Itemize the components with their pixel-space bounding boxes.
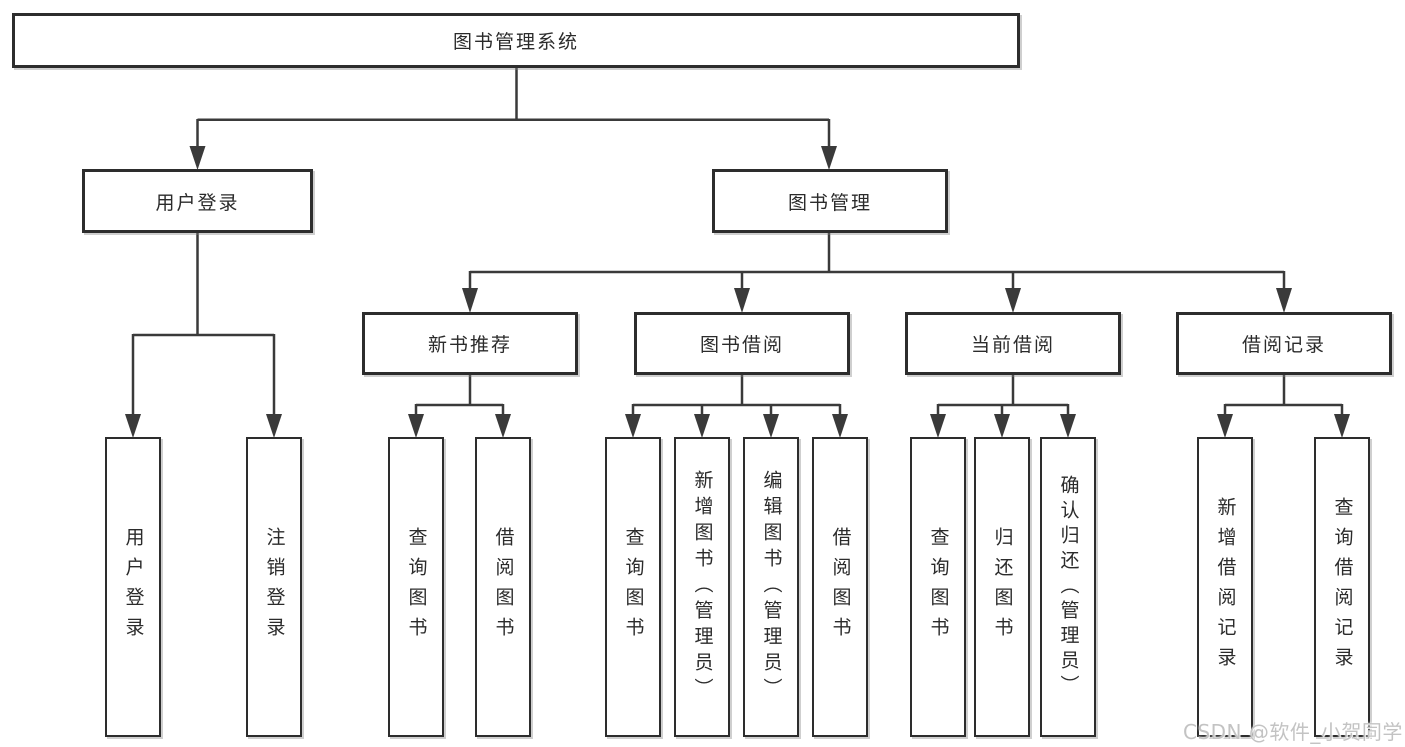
leaf-confirm-return-admin-label: 确认归还（管理员）: [1057, 474, 1080, 700]
node-borrowing-records-label: 借阅记录: [1241, 334, 1326, 356]
leaf-edit-books-admin-label: 编辑图书（管理员）: [760, 470, 783, 704]
leaf-query-borrow-record: 查询借阅记录: [1314, 437, 1370, 737]
node-borrowing-records: 借阅记录: [1176, 312, 1392, 375]
node-book-borrowing-label: 图书借阅: [699, 334, 784, 356]
leaf-confirm-return-admin: 确认归还（管理员）: [1040, 437, 1096, 737]
node-new-book-recommend-label: 新书推荐: [427, 334, 512, 356]
leaf-borrow-books-borrowing-label: 借阅图书: [829, 527, 852, 647]
leaf-user-login-label: 用户登录: [122, 527, 145, 647]
node-library-system-label: 图书管理系统: [452, 31, 579, 53]
leaf-add-books-admin: 新增图书（管理员）: [674, 437, 730, 737]
node-library-system: 图书管理系统: [12, 13, 1020, 68]
leaf-add-borrow-record-label: 新增借阅记录: [1214, 497, 1237, 677]
leaf-query-books-current-label: 查询图书: [927, 527, 950, 647]
leaf-borrow-books-borrowing: 借阅图书: [812, 437, 868, 737]
leaf-borrow-books-recommend: 借阅图书: [475, 437, 531, 737]
leaf-add-borrow-record: 新增借阅记录: [1197, 437, 1253, 737]
leaf-query-books-current: 查询图书: [910, 437, 966, 737]
leaf-user-login: 用户登录: [105, 437, 161, 737]
node-book-management: 图书管理: [712, 169, 948, 233]
leaf-query-books-recommend-label: 查询图书: [405, 527, 428, 647]
leaf-logout-login: 注销登录: [246, 437, 302, 737]
node-current-borrowing: 当前借阅: [905, 312, 1121, 375]
watermark-csdn: CSDN @软件_小贺同学: [1183, 720, 1403, 744]
node-book-borrowing: 图书借阅: [634, 312, 850, 375]
node-user-login: 用户登录: [82, 169, 313, 233]
leaf-logout-login-label: 注销登录: [263, 527, 286, 647]
leaf-return-books-label: 归还图书: [991, 527, 1014, 647]
node-user-login-label: 用户登录: [155, 191, 240, 214]
leaf-return-books: 归还图书: [974, 437, 1030, 737]
node-current-borrowing-label: 当前借阅: [970, 334, 1055, 356]
leaf-query-borrow-record-label: 查询借阅记录: [1331, 497, 1354, 677]
leaf-query-books-borrowing: 查询图书: [605, 437, 661, 737]
arrowhead-icons: [125, 146, 1350, 438]
leaf-add-books-admin-label: 新增图书（管理员）: [691, 470, 714, 704]
node-book-management-label: 图书管理: [787, 191, 872, 214]
node-new-book-recommend: 新书推荐: [362, 312, 578, 375]
leaf-edit-books-admin: 编辑图书（管理员）: [743, 437, 799, 737]
leaf-borrow-books-recommend-label: 借阅图书: [492, 527, 515, 647]
leaf-query-books-recommend: 查询图书: [388, 437, 444, 737]
leaf-query-books-borrowing-label: 查询图书: [622, 527, 645, 647]
